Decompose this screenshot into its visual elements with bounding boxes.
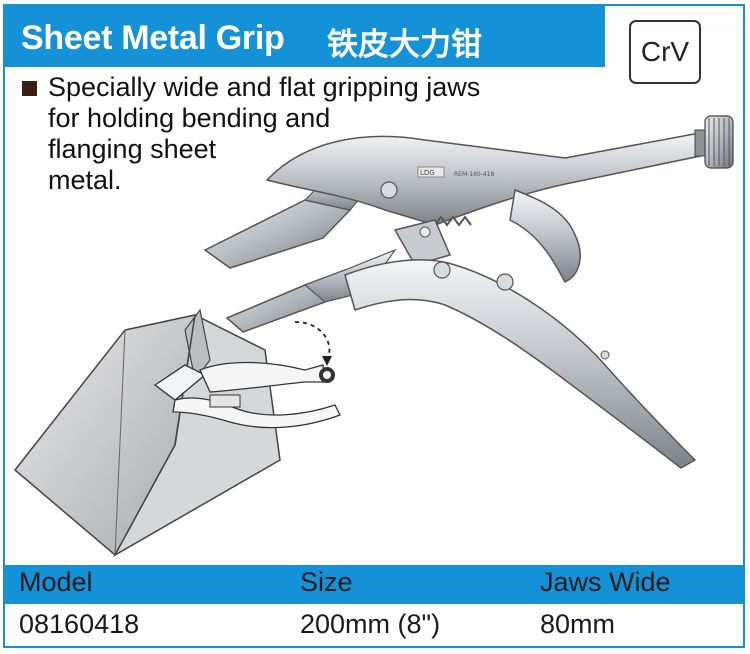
usage-sheet-metal — [13, 308, 281, 557]
model-stamp: REM-180-418 — [454, 171, 495, 178]
feature-line: for holding bending and — [48, 103, 331, 133]
cell-model: 08160418 — [19, 609, 140, 639]
brand-stamp-text: LDG — [420, 169, 435, 177]
feature-line: metal. — [48, 165, 122, 195]
lower-handle — [344, 259, 697, 469]
toggle-link — [393, 219, 452, 266]
rivet-lower-1 — [433, 261, 451, 279]
header-model: Model — [19, 567, 93, 597]
spec-table-header: Model Size Jaws Wide — [5, 565, 743, 602]
header-size: Size — [300, 567, 353, 597]
header-jaws-wide: Jaws Wide — [540, 567, 671, 597]
table-row: 08160418 200mm (8") 80mm — [5, 604, 743, 645]
rivet-upper — [380, 181, 398, 199]
product-title-chinese: 铁皮大力钳 — [327, 27, 482, 63]
release-lever — [509, 188, 581, 283]
table-divider — [5, 602, 743, 604]
title-bar: Sheet Metal Grip 铁皮大力钳 — [5, 6, 605, 67]
adjustment-screw-icon — [694, 115, 734, 169]
feature-line: Specially wide and flat gripping jaws — [48, 72, 481, 102]
usage-pliers — [153, 321, 341, 429]
feature-line: flanging sheet — [48, 134, 217, 164]
bullet-square-icon — [22, 81, 37, 96]
product-illustration: LDG REM-180-418 — [13, 115, 734, 557]
spring — [434, 215, 472, 227]
rivet-lower-3 — [600, 350, 610, 360]
material-badge: CrV — [629, 20, 701, 84]
upper-handle — [265, 131, 711, 226]
cell-size: 200mm (8") — [300, 609, 441, 639]
feature-description: Specially wide and flat gripping jaws fo… — [22, 72, 582, 196]
cell-jaws-wide: 80mm — [540, 609, 616, 639]
brand-stamp — [417, 166, 445, 178]
product-title: Sheet Metal Grip — [21, 19, 285, 57]
rivet-lower-2 — [496, 273, 514, 291]
